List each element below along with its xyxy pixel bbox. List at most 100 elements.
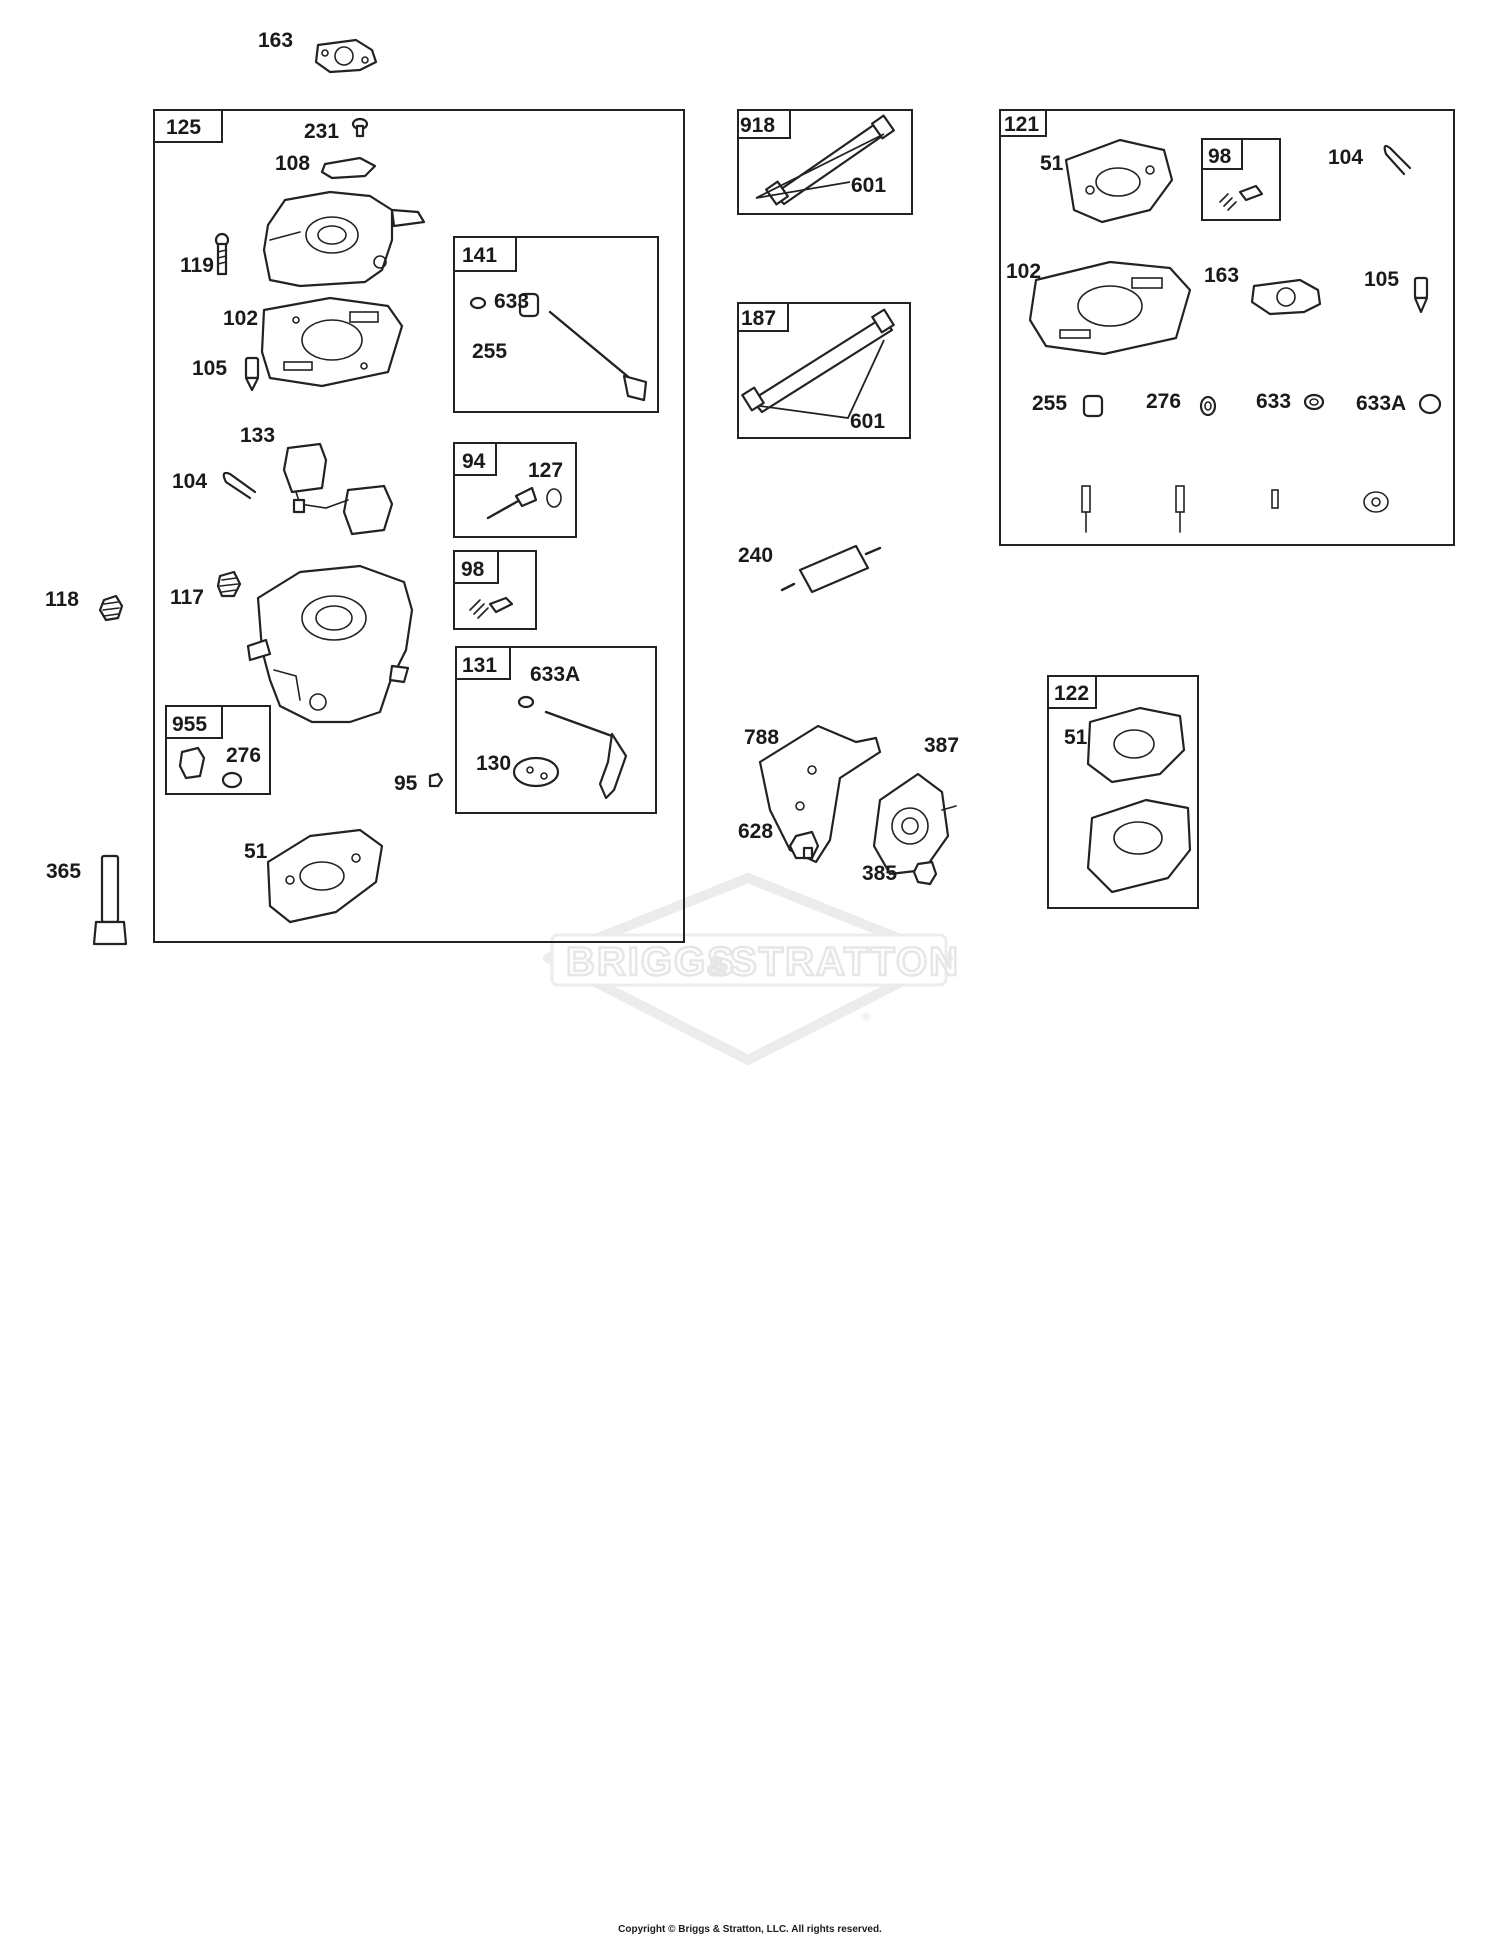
callout-231: 231: [304, 120, 339, 143]
callout-385: 385: [862, 862, 897, 885]
bolt-628: [788, 830, 820, 860]
watermark-text-left: BRIGGS: [566, 940, 736, 984]
callout-104-right: 104: [1328, 146, 1363, 169]
needle-105-right: [1413, 276, 1429, 314]
pin-104-right: [1383, 144, 1412, 176]
callout-133: 133: [240, 424, 275, 447]
callout-628: 628: [738, 820, 773, 843]
callout-255-right: 255: [1032, 392, 1067, 415]
fuel-line-918: [765, 114, 895, 206]
callout-276: 276: [226, 744, 261, 767]
kit-number-122: 122: [1054, 682, 1089, 705]
kit-number-121: 121: [1004, 113, 1039, 136]
callout-51: 51: [244, 840, 268, 863]
screw-231: [351, 117, 369, 138]
fitting-117: [216, 570, 242, 598]
screw-119: [214, 232, 230, 276]
kit-box-94: 94: [453, 442, 577, 538]
leader-lines: [755, 133, 885, 419]
callout-95: 95: [394, 772, 418, 795]
callout-601-b: 601: [850, 410, 885, 433]
callout-633a-right: 633A: [1356, 392, 1406, 415]
kit-number-141: 141: [462, 244, 497, 267]
washer-276-right: [1199, 395, 1217, 417]
kit-box-131: 131: [455, 646, 657, 814]
float-133: [282, 442, 394, 536]
gasket-51-kit122: [1086, 706, 1186, 784]
callout-127: 127: [528, 459, 563, 482]
callout-633a: 633A: [530, 663, 580, 686]
callout-365: 365: [46, 860, 81, 883]
callout-633-right: 633: [1256, 390, 1291, 413]
oring-633-right: [1303, 393, 1325, 411]
callout-276-right: 276: [1146, 390, 1181, 413]
kit-box-121: 121: [999, 109, 1455, 546]
bolt-365: [92, 854, 128, 946]
carburetor-upper-body: [262, 190, 426, 288]
seat-141: [469, 292, 648, 402]
callout-104: 104: [172, 470, 207, 493]
callout-105-right: 105: [1364, 268, 1399, 291]
copyright-notice: Copyright © Briggs & Stratton, LLC. All …: [618, 1924, 882, 1935]
gasket-163-right: [1250, 278, 1322, 316]
plate-102-right: [1028, 260, 1192, 356]
fuel-pump-387: [872, 772, 957, 876]
seat-255-right: [1082, 394, 1104, 418]
fuel-filter-240: [780, 544, 882, 594]
plate-102: [260, 296, 404, 388]
callout-163-top: 163: [258, 29, 293, 52]
kit-number-131: 131: [462, 654, 497, 677]
kit-number-187: 187: [741, 307, 776, 330]
callout-601-a: 601: [851, 174, 886, 197]
gasket-51-right: [1064, 138, 1174, 224]
kit-box-918: 918: [737, 109, 913, 215]
callout-102-right: 102: [1006, 260, 1041, 283]
callout-163-right: 163: [1204, 264, 1239, 287]
callout-633: 633: [494, 290, 529, 313]
kit-number-98-left: 98: [461, 558, 485, 581]
watermark-amp: &: [707, 951, 728, 981]
fuel-line-187: [741, 308, 895, 414]
bracket-788: [758, 724, 882, 864]
callout-102: 102: [223, 307, 258, 330]
kit-number-918: 918: [740, 114, 775, 137]
callout-788: 788: [744, 726, 779, 749]
needle-105: [244, 356, 260, 392]
brand-watermark: BRIGGS & STRATTON ®: [543, 873, 960, 1065]
kit-number-125: 125: [166, 116, 201, 139]
kit-box-955: 955: [165, 705, 271, 795]
watermark-registered: ®: [862, 1012, 870, 1024]
callout-255: 255: [472, 340, 507, 363]
kit-box-125: 125: [153, 109, 685, 943]
spring-screw-98-left: [469, 596, 514, 619]
kit-number-94: 94: [462, 450, 486, 473]
kit-box-141: 141: [453, 236, 659, 413]
screw-95: [428, 772, 444, 788]
callout-105: 105: [192, 357, 227, 380]
callout-240: 240: [738, 544, 773, 567]
seal-633a-right: [1418, 393, 1442, 415]
callout-51-right: 51: [1040, 152, 1064, 175]
fitting-118: [98, 594, 124, 622]
callout-117: 117: [170, 586, 204, 609]
kit-box-98-right: 98: [1201, 138, 1281, 221]
callout-51-kit122: 51: [1064, 726, 1088, 749]
shaft-131: [517, 695, 628, 800]
callout-130: 130: [476, 752, 511, 775]
kit-number-98-right: 98: [1208, 145, 1232, 168]
callout-108: 108: [275, 152, 310, 175]
gasket-51-bottom: [266, 828, 384, 924]
fitting-955: [178, 746, 243, 789]
screw-385: [912, 860, 938, 886]
callout-387: 387: [924, 734, 959, 757]
kit-box-98-left: 98: [453, 550, 537, 630]
jet-130-plate: [512, 756, 560, 788]
gasket-108: [320, 156, 377, 180]
watermark-text-right: STRATTON: [730, 940, 960, 984]
callout-118: 118: [45, 588, 79, 611]
callout-119: 119: [180, 254, 214, 277]
kit-box-187: 187: [737, 302, 911, 439]
kit-box-122: 122: [1047, 675, 1199, 909]
spacer-kit122: [1086, 798, 1192, 894]
